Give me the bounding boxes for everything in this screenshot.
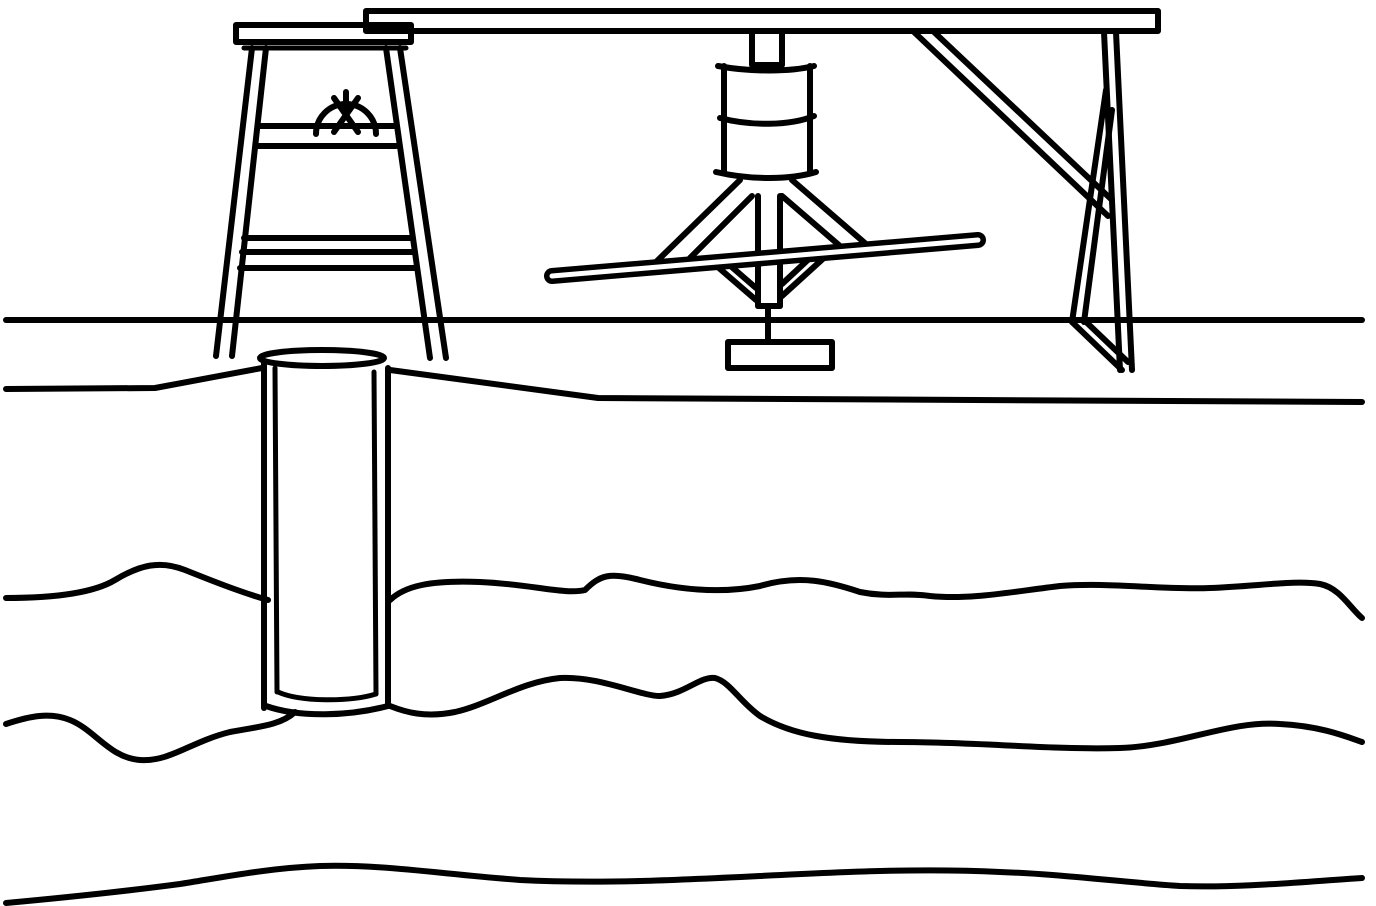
frame-foot-diag-a [1069, 319, 1125, 373]
drum-shaft-top [749, 28, 785, 68]
pipe-top-rim [257, 347, 387, 369]
stratum-line-2b [387, 674, 1365, 752]
frame-foot-diag-b [1081, 317, 1131, 365]
tower-leg-left-inner [229, 45, 269, 359]
support-right-b [779, 193, 843, 249]
tower-leg-right-outer [397, 45, 449, 361]
a-frame-support [911, 29, 1135, 373]
drum-top-edge [715, 63, 817, 74]
rock-strata [3, 561, 1365, 906]
pipe-inner-right [371, 369, 379, 697]
vertical-kiln-drum [713, 28, 819, 181]
frame-post-outer [1113, 29, 1135, 373]
ground-line [3, 317, 1365, 405]
support-left-a [653, 177, 743, 265]
pipe-bottom-inner [275, 689, 379, 703]
drum-band-mid [717, 113, 817, 127]
stratum-line-2 [3, 709, 298, 764]
arm-bar-fill [549, 237, 981, 279]
diagonal-brace-a [911, 29, 1111, 219]
support-right-a [789, 177, 869, 247]
pipe-bottom [263, 703, 391, 718]
tower-leg-right-inner [383, 45, 433, 361]
stratum-line-1 [3, 561, 271, 603]
frame-leg-b [1081, 107, 1115, 325]
derrick-tower [213, 22, 449, 361]
frame-leg-a [1069, 87, 1109, 325]
well-casing-pipe [257, 347, 391, 718]
diagonal-brace-b [931, 29, 1115, 203]
soil-line [3, 365, 265, 392]
base-plate-rect [725, 339, 835, 371]
stratum-line-1b [387, 572, 1365, 621]
support-left-b [687, 193, 755, 261]
stratum-line-3 [3, 862, 1365, 906]
pipe-inner-left [272, 365, 280, 695]
winch-wheel [313, 89, 379, 137]
base-plate [725, 339, 835, 371]
support-low-right-a [779, 253, 829, 299]
soil-line-right [387, 367, 1365, 405]
tower-leg-left-outer [213, 45, 255, 359]
rotating-arm [544, 232, 986, 284]
drum-bottom-edge [713, 169, 819, 181]
